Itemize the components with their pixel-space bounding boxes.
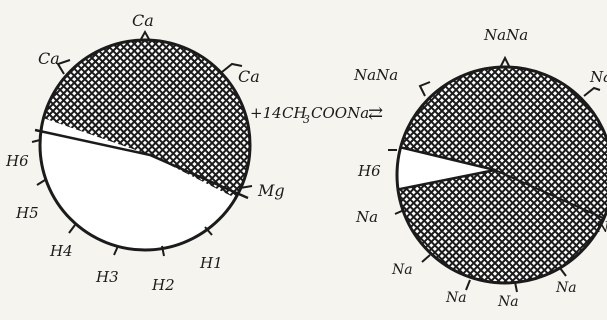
right-label-nana-top: NaNa bbox=[483, 26, 528, 44]
left-label-h1: H1 bbox=[199, 254, 223, 272]
reagent-formula-subscript: 3 bbox=[303, 113, 310, 126]
left-label-mg: Mg bbox=[257, 181, 285, 200]
left-site-markers bbox=[31, 29, 253, 257]
reaction-equation: +14 CH 3 COONa ⇄ bbox=[250, 103, 383, 126]
right-label-na-bottom-2: Na bbox=[445, 290, 467, 306]
right-label-na-bottom-3: Na bbox=[497, 294, 519, 310]
right-label-n-edge: N bbox=[595, 218, 607, 236]
reagent-formula-prefix: CH bbox=[282, 104, 307, 122]
left-label-ca-top: Ca bbox=[132, 11, 154, 30]
right-label-na-left: Na bbox=[355, 208, 378, 226]
left-label-h4: H4 bbox=[49, 242, 73, 260]
right-circle-outline bbox=[395, 65, 607, 285]
left-label-ca-upper-left: Ca bbox=[38, 49, 60, 68]
right-label-h6: H6 bbox=[357, 162, 381, 180]
right-circle-body bbox=[397, 67, 607, 283]
right-label-na-bottom-1: Na bbox=[391, 262, 413, 278]
left-label-ca-upper-right: Ca bbox=[238, 67, 260, 86]
equilibrium-arrow: ⇄ bbox=[368, 103, 383, 124]
left-label-h3: H3 bbox=[95, 268, 119, 286]
left-label-h2: H2 bbox=[151, 276, 175, 294]
reagent-formula-suffix: COONa bbox=[311, 104, 369, 122]
left-circle-outline bbox=[38, 38, 252, 252]
right-label-na-bottom-4: Na bbox=[555, 280, 577, 296]
right-label-na-upper-right: Na bbox=[589, 68, 607, 86]
left-label-h6: H6 bbox=[5, 152, 29, 170]
right-hydrogen-wedge bbox=[397, 144, 497, 192]
left-label-h5: H5 bbox=[15, 204, 39, 222]
left-zone-boundary bbox=[34, 128, 249, 200]
right-zone-boundary bbox=[494, 169, 607, 223]
right-label-nana-upper-left: NaNa bbox=[353, 66, 398, 84]
right-resin-grain: NaNa NaNa Na H6 Na N Na Na Na Na bbox=[353, 26, 607, 310]
left-resin-grain: Ca Ca Ca Mg H6 H5 H4 H3 H2 H1 bbox=[5, 11, 285, 294]
reagent-coefficient: +14 bbox=[250, 104, 282, 122]
right-site-markers bbox=[388, 55, 601, 293]
